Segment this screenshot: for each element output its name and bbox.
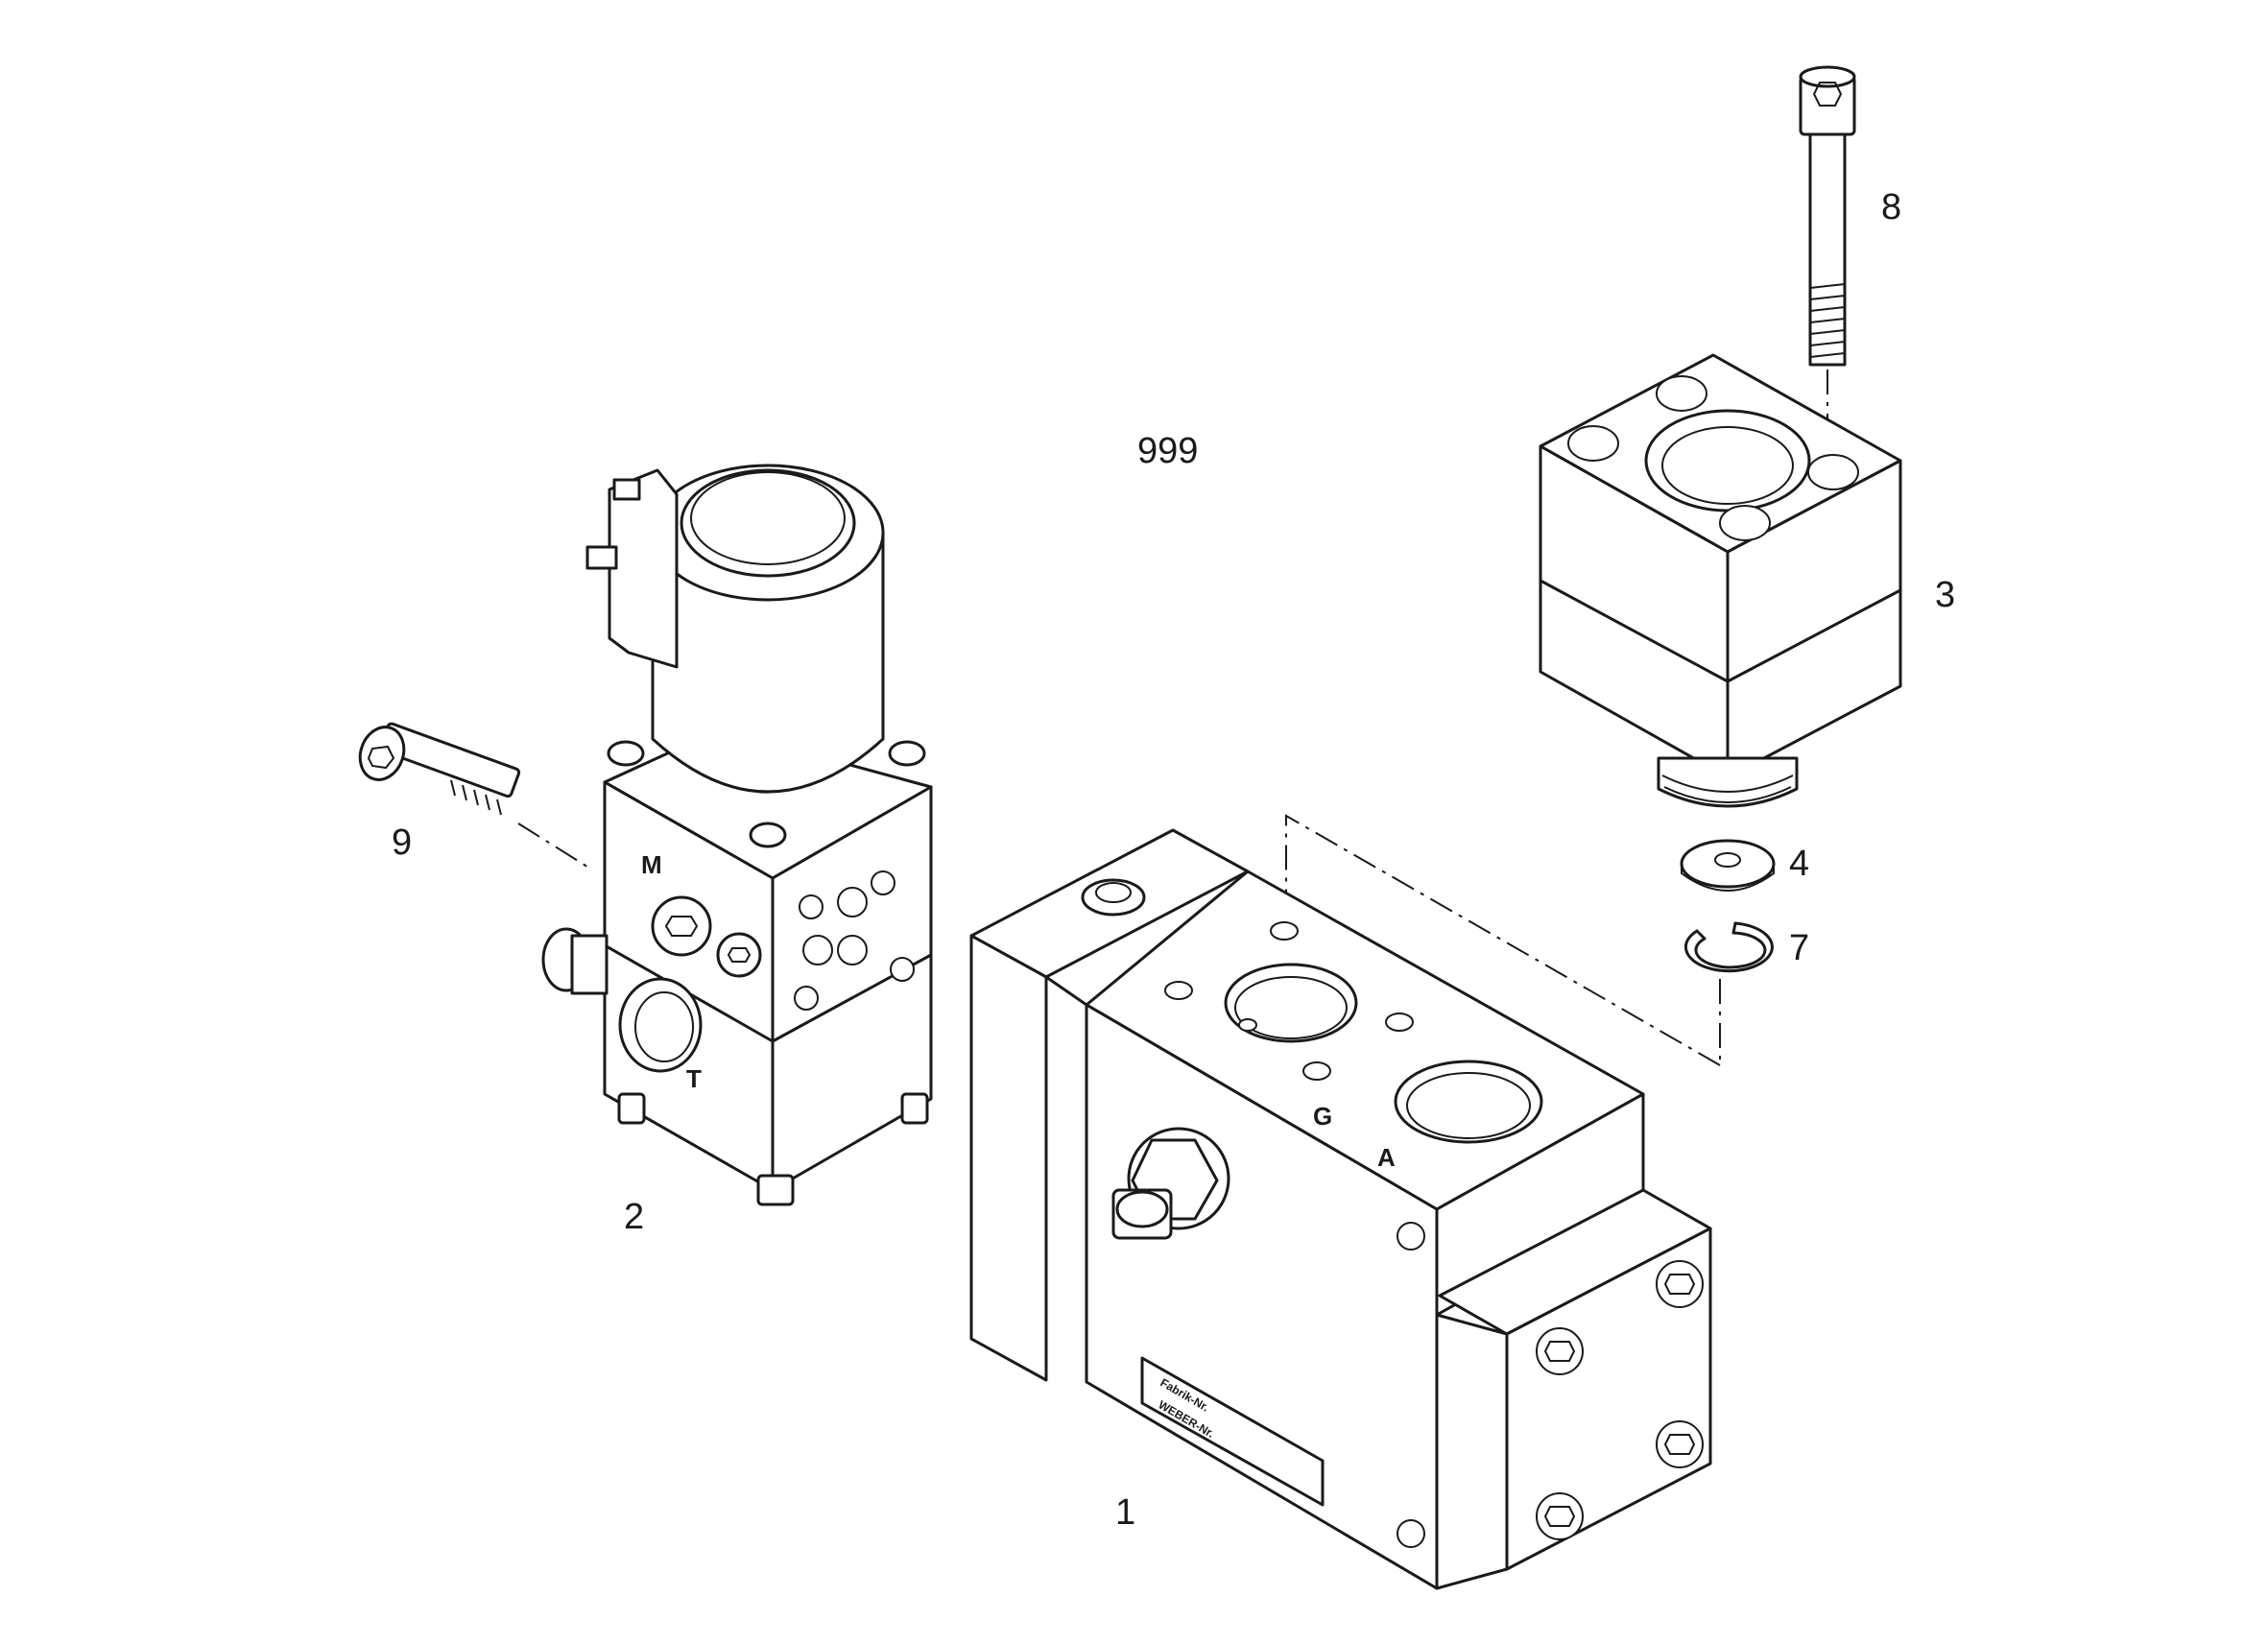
callout-8: 8: [1881, 187, 1901, 227]
port-label-g: G: [1313, 1102, 1332, 1131]
callout-4: 4: [1789, 844, 1809, 884]
drawing-reference-number: 999: [1137, 431, 1198, 471]
port-label-t: T: [686, 1064, 702, 1093]
port-label-m: M: [641, 850, 662, 879]
callout-1: 1: [1115, 1492, 1135, 1533]
part-8-cap-screw: [1799, 65, 1856, 475]
part-3-valve-block: [1539, 353, 1902, 808]
part-4-washer: [1680, 839, 1776, 892]
part-9-cap-screw: [358, 722, 591, 870]
port-label-a: A: [1377, 1143, 1396, 1172]
callout-9: 9: [392, 822, 412, 863]
callout-2: 2: [624, 1197, 644, 1237]
part-2-solenoid-valve: M T: [541, 464, 933, 1206]
callout-7: 7: [1789, 928, 1809, 968]
callout-3: 3: [1935, 575, 1955, 615]
part-7-retaining-ring: [1683, 921, 1774, 1065]
part-1-manifold-block: Fabrik-Nr. WEBER-Nr. G A: [969, 828, 1712, 1590]
